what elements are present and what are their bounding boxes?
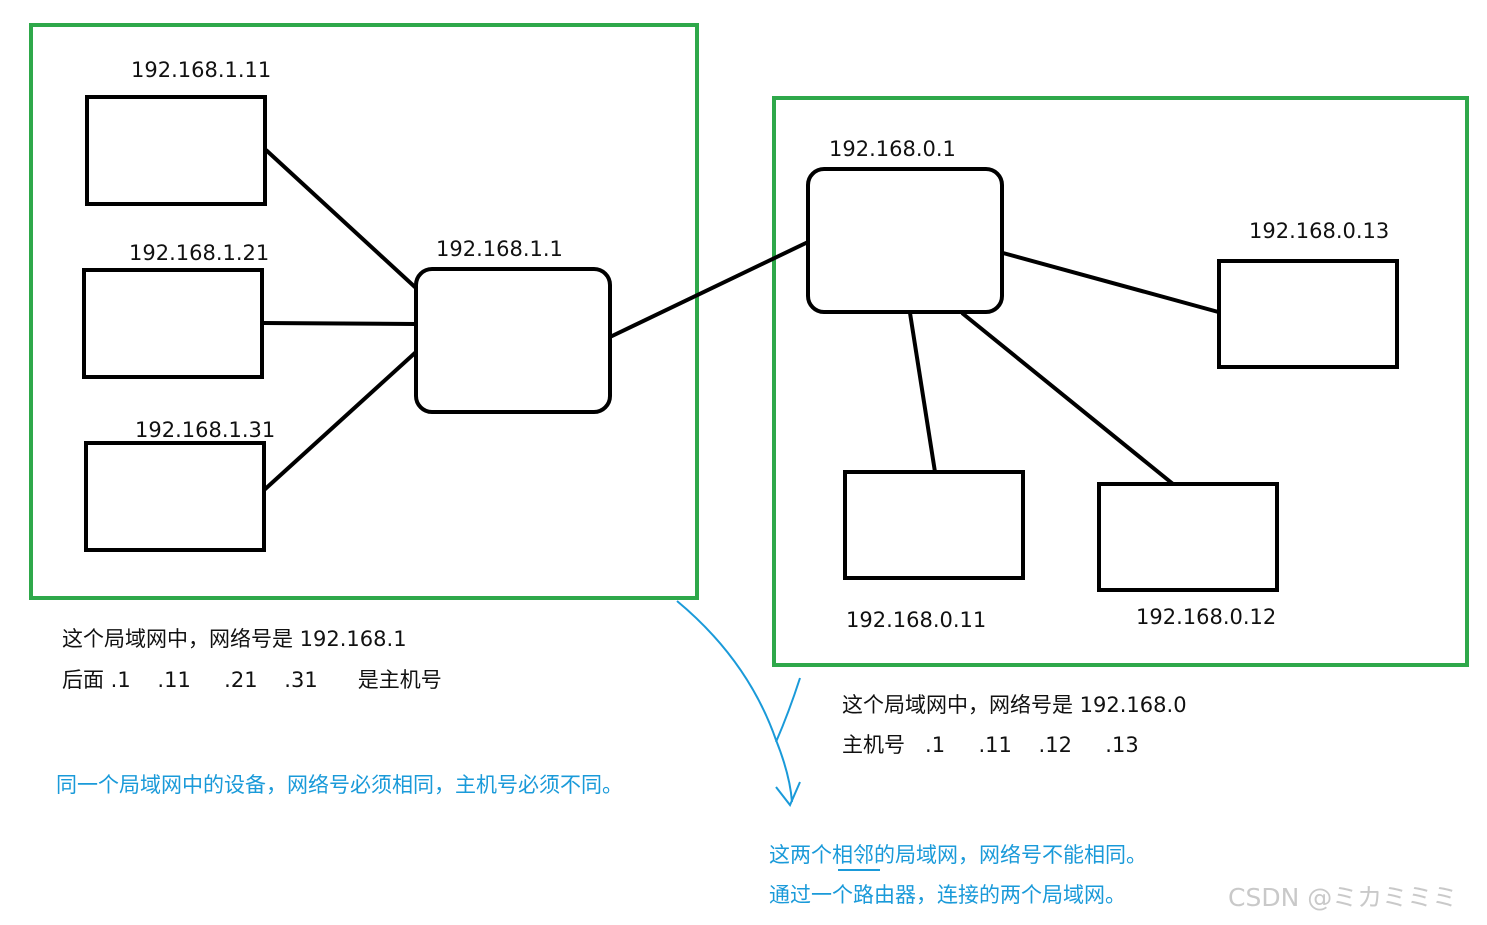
router-ip-label-0-1: 192.168.0.1 — [829, 137, 956, 161]
host-ip-label-1-11: 192.168.1.11 — [131, 58, 272, 82]
lan-left-frame — [29, 23, 699, 600]
lan-right-note-1: 这个局域网中，网络号是 192.168.0 — [842, 693, 1187, 717]
link-router-router — [609, 240, 809, 339]
annotation-arrow-tick — [775, 677, 801, 743]
link-router-host-12 — [960, 311, 1175, 486]
host-ip-label-0-12: 192.168.0.12 — [1136, 605, 1277, 629]
annotation-adjacent-1: 这两个相邻的局域网，网络号不能相同。 — [769, 843, 1147, 867]
link-host-31-router — [261, 350, 418, 493]
host-ip-label-0-13: 192.168.0.13 — [1249, 219, 1390, 243]
host-box-0-12 — [1097, 482, 1279, 592]
host-box-1-31 — [84, 441, 266, 552]
watermark: CSDN @ミカミミミ — [1228, 883, 1458, 912]
host-box-0-13 — [1217, 259, 1399, 369]
annotation-adjacent-2: 通过一个路由器，连接的两个局域网。 — [769, 883, 1126, 907]
host-box-0-11 — [843, 470, 1025, 580]
link-host-11-router — [264, 148, 418, 290]
router-box-0-1 — [806, 167, 1004, 314]
annotation-same-lan: 同一个局域网中的设备，网络号必须相同，主机号必须不同。 — [56, 773, 623, 797]
host-ip-label-1-21: 192.168.1.21 — [129, 241, 270, 265]
annotation-arrow-head — [775, 781, 801, 807]
annotation-arrow — [676, 600, 793, 803]
lan-left-note-1: 这个局域网中，网络号是 192.168.1 — [62, 627, 407, 651]
router-ip-label-1-1: 192.168.1.1 — [436, 237, 563, 261]
link-router-host-11r — [908, 312, 937, 473]
host-box-1-21 — [82, 268, 264, 379]
host-ip-label-1-31: 192.168.1.31 — [135, 418, 276, 442]
lan-right-note-2: 主机号 .1 .11 .12 .13 — [842, 733, 1139, 757]
link-host-21-router — [262, 321, 417, 326]
lan-right-frame — [772, 96, 1469, 667]
lan-left-note-2: 后面 .1 .11 .21 .31 是主机号 — [62, 668, 442, 692]
router-box-1-1 — [414, 267, 612, 414]
host-ip-label-0-11: 192.168.0.11 — [846, 608, 987, 632]
host-box-1-11 — [85, 95, 267, 206]
link-router-host-13 — [1002, 251, 1223, 315]
